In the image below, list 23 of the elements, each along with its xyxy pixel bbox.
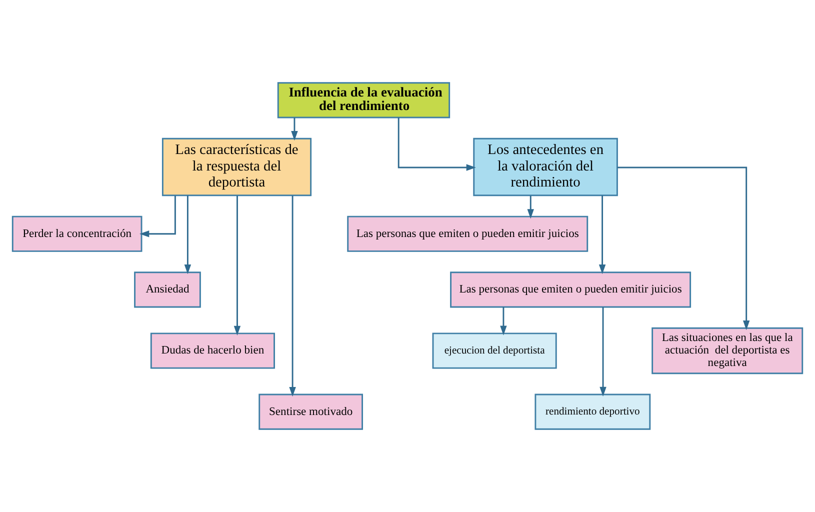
arrow <box>140 196 176 238</box>
node-box: Sentirse motivado <box>258 394 364 430</box>
node-box: Ansiedad <box>134 272 201 308</box>
node-box: rendimiento deportivo <box>534 394 651 430</box>
node-box: Las personas que emiten o pueden emitir juicios <box>450 272 692 308</box>
node-box: Las situaciones en las que la actuación del deportista es negativa <box>652 327 804 374</box>
arrow <box>184 195 192 274</box>
arrow <box>291 118 298 141</box>
arrow <box>398 118 476 171</box>
node-box: Las características de la respuesta del deportista <box>162 138 312 196</box>
node-box: Influencia de la evaluación del rendimiento <box>277 82 450 118</box>
node-box: Dudas de hacerlo bien <box>150 332 275 369</box>
node-box: Los antecedentes en la valoración del rendimiento <box>473 138 618 196</box>
node-box: Perder la concentración <box>12 216 142 252</box>
arrow <box>500 307 507 336</box>
arrow <box>234 196 241 336</box>
node-box: ejecucion del deportista <box>432 332 557 369</box>
arrow <box>617 166 750 330</box>
arrow <box>289 196 296 397</box>
arrow <box>527 196 534 219</box>
arrow <box>600 307 606 397</box>
node-box: Las personas que emiten o pueden emitir juicios <box>347 216 588 252</box>
arrow <box>598 195 606 274</box>
